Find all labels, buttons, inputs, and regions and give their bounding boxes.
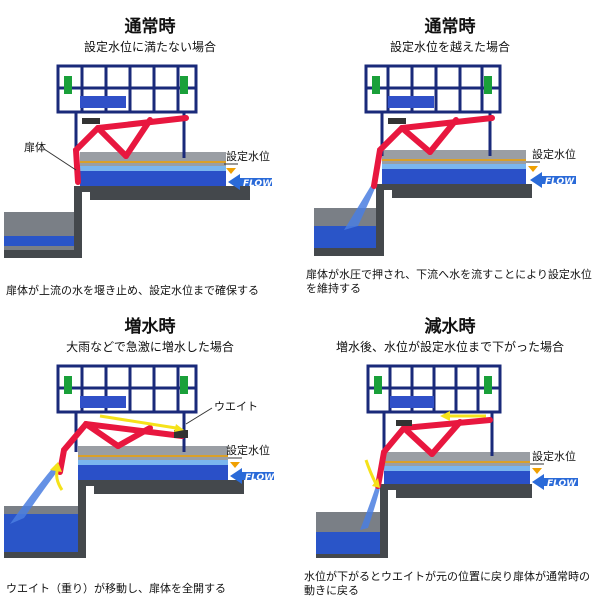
panel-subtitle: 増水後、水位が設定水位まで下がった場合 <box>335 340 564 354</box>
panel-title: 通常時 <box>124 17 176 37</box>
spill-jet <box>360 486 380 530</box>
set-water-level-label: 設定水位 <box>226 443 270 457</box>
upstream-bank <box>78 446 228 460</box>
panel-caption: 水位が下がるとウエイトが元の位置に戻り扉体が通常時の動きに戻る <box>304 570 590 597</box>
weight-label: ウエイト <box>214 400 258 413</box>
gate-leaf <box>72 115 189 185</box>
weight-green <box>374 376 382 394</box>
weight-green <box>64 76 72 94</box>
panel-caption: ウエイト（重り）が移動し、扉体を全開する <box>6 582 226 595</box>
panel-flood: FLOW 設定水位 ウエイト 増水時 大雨などで急激に増水した場合 ウエイト（重… <box>0 300 300 600</box>
gate-frame <box>56 64 198 158</box>
flow-label: FLOW <box>243 179 273 189</box>
weight-move-arrow <box>99 414 177 430</box>
weight-block <box>396 420 412 426</box>
gate-label: 扉体 <box>24 140 46 154</box>
downstream-water <box>314 226 384 248</box>
weight-green <box>64 376 72 394</box>
panel-normal-below-level: FLOW 設定水位 扉体 通常時 設定水位に満たない場合 扉体が上流の水を堰き止… <box>0 0 300 300</box>
panel-receding: FLOW 設定水位 減水時 増水後、水位が設定水位まで下がった場合 水位が下がる… <box>300 300 600 600</box>
panel-normal-above-level: FLOW 設定水位 通常時 設定水位を越えた場合 扉体が水圧で押され、下流へ水を… <box>300 0 600 300</box>
panel-caption: 扉体が上流の水を堰き止め、設定水位まで確保する <box>6 284 259 297</box>
flow-label: FLOW <box>245 473 275 483</box>
weight-green <box>372 76 380 94</box>
downstream-water <box>316 532 388 556</box>
level-marker-icon <box>528 166 538 172</box>
panel-subtitle: 設定水位に満たない場合 <box>83 40 216 54</box>
flow-arrow-icon <box>532 474 578 490</box>
flow-label: FLOW <box>545 177 575 187</box>
level-marker-icon <box>226 168 236 174</box>
set-water-level-label: 設定水位 <box>532 449 576 463</box>
spill-jet <box>10 464 60 524</box>
panel-title: 増水時 <box>124 317 176 337</box>
diagram-scene: FLOW 設定水位 ウエイト <box>4 364 275 558</box>
panel-title: 通常時 <box>424 17 476 37</box>
weight-block <box>174 430 188 438</box>
diagram-scene: FLOW 設定水位 <box>316 364 578 558</box>
gate-leaf <box>371 115 495 189</box>
gate-leaf <box>375 417 493 489</box>
channel-step <box>314 184 532 256</box>
upstream-bank <box>80 152 226 166</box>
diagram-scene: FLOW 設定水位 扉体 <box>4 64 273 258</box>
flow-arrow-icon <box>228 174 272 190</box>
panel-subtitle: 設定水位を越えた場合 <box>389 40 510 54</box>
upstream-bank <box>384 452 530 466</box>
set-water-level-label: 設定水位 <box>226 149 270 163</box>
channel-step <box>316 484 532 558</box>
level-marker-icon <box>532 468 542 474</box>
gate-close-arrow <box>364 459 378 485</box>
panel-subtitle: 大雨などで急激に増水した場合 <box>66 340 234 354</box>
downstream-water <box>4 236 82 246</box>
flow-label: FLOW <box>547 479 577 489</box>
gate-frame <box>366 364 502 456</box>
set-water-level-label: 設定水位 <box>532 147 576 161</box>
diagram-scene: FLOW 設定水位 <box>314 64 576 256</box>
channel-step <box>4 480 244 558</box>
panel-title: 減水時 <box>424 317 476 337</box>
channel-step <box>4 186 250 258</box>
level-marker-icon <box>230 462 240 468</box>
flow-arrow-icon <box>230 468 274 484</box>
upstream-bank <box>382 150 526 164</box>
spill-jet <box>344 184 376 230</box>
flow-arrow-icon <box>530 172 576 188</box>
gate-leaf <box>57 420 185 475</box>
panel-caption: 扉体が水圧で押され、下流へ水を流すことにより設定水位を維持する <box>306 268 592 295</box>
